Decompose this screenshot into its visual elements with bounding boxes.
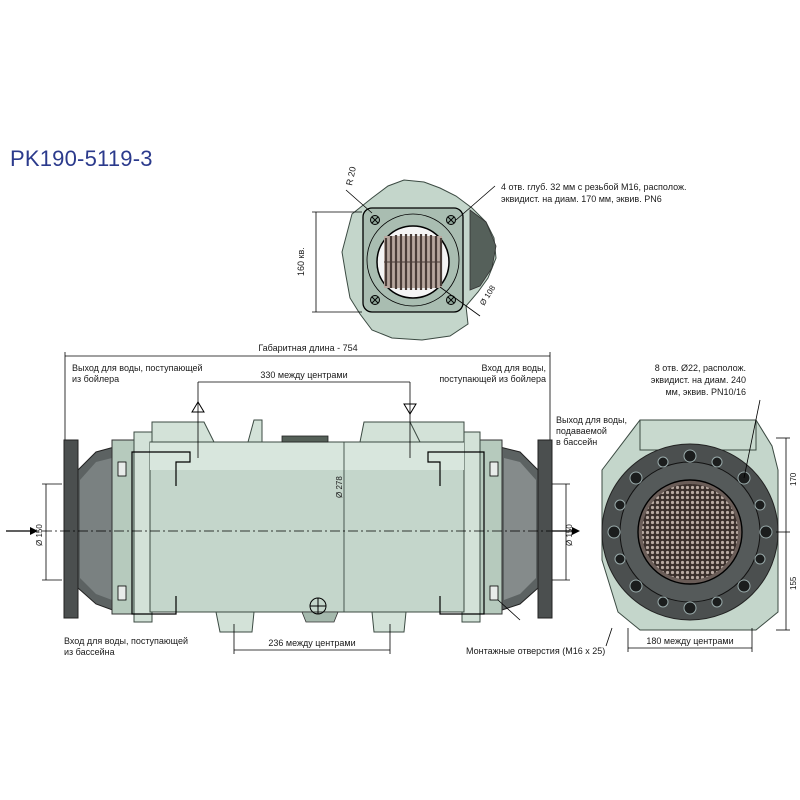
top-holes-note-line2: эквидист. на диам. 170 мм, эквив. PN6 (501, 194, 662, 204)
inlet-pool-line2: из бассейна (64, 647, 115, 657)
outlet-boiler-line1: Выход для воды, поступающей (72, 363, 203, 373)
end-view: 170 155 180 между центрами 8 отв. Ø22, р… (601, 363, 798, 652)
main-shell (149, 441, 465, 613)
tube-bars (384, 234, 443, 290)
inlet-pool-line1: Вход для воды, поступающей (64, 636, 188, 646)
bottom-nozzle-left (215, 611, 255, 633)
bottom-centers-label: 236 между центрами (268, 638, 355, 648)
inlet-boiler-line1: Вход для воды, (482, 363, 546, 373)
end-flange-bolt-holes (607, 449, 773, 615)
side-bolts (117, 461, 499, 601)
inlet-boiler-line2: поступающей из бойлера (439, 374, 546, 384)
flange-bolt-holes (370, 215, 456, 305)
overall-length-label: Габаритная длина - 754 (258, 343, 357, 353)
radius-label: R 20 (344, 166, 358, 187)
side-view: Габаритная длина - 754 (6, 343, 627, 657)
right-flange (537, 439, 553, 619)
top-holes-note-line1: 4 отв. глуб. 32 мм с резьбой М16, распол… (501, 182, 687, 192)
left-diameter-label: Ø 150 (35, 524, 44, 546)
top-view: R 20 160 кв. 4 отв. глуб. 32 мм с резьбо… (296, 166, 687, 341)
right-diameter-label: Ø 150 (565, 524, 574, 546)
end-holes-note-line1: 8 отв. Ø22, располож. (655, 363, 746, 373)
body-diameter-label: Ø 278 (335, 476, 344, 498)
end-height-lower-label: 155 (789, 576, 798, 590)
end-holes-note-line3: мм, эквив. PN10/16 (665, 387, 746, 397)
end-holes-note-line2: эквидист. на диам. 240 (651, 375, 746, 385)
outlet-pool-line2: подаваемой (556, 426, 607, 436)
outlet-pool-line1: Выход для воды, (556, 415, 627, 425)
drawing-title: PK190-5119-3 (10, 146, 153, 171)
mount-holes-label: Монтажные отверстия (М16 x 25) (466, 646, 605, 656)
square-size-label: 160 кв. (296, 247, 306, 276)
outlet-boiler-line2: из бойлера (72, 374, 119, 384)
outlet-pool-line3: в бассейн (556, 437, 597, 447)
end-height-upper-label: 170 (789, 472, 798, 486)
left-flange (63, 439, 79, 619)
bottom-nozzle-right (371, 611, 407, 633)
top-centers-label: 330 между центрами (260, 370, 347, 380)
top-nozzle-left (151, 421, 215, 443)
end-bottom-centers-label: 180 между центрами (646, 636, 733, 646)
